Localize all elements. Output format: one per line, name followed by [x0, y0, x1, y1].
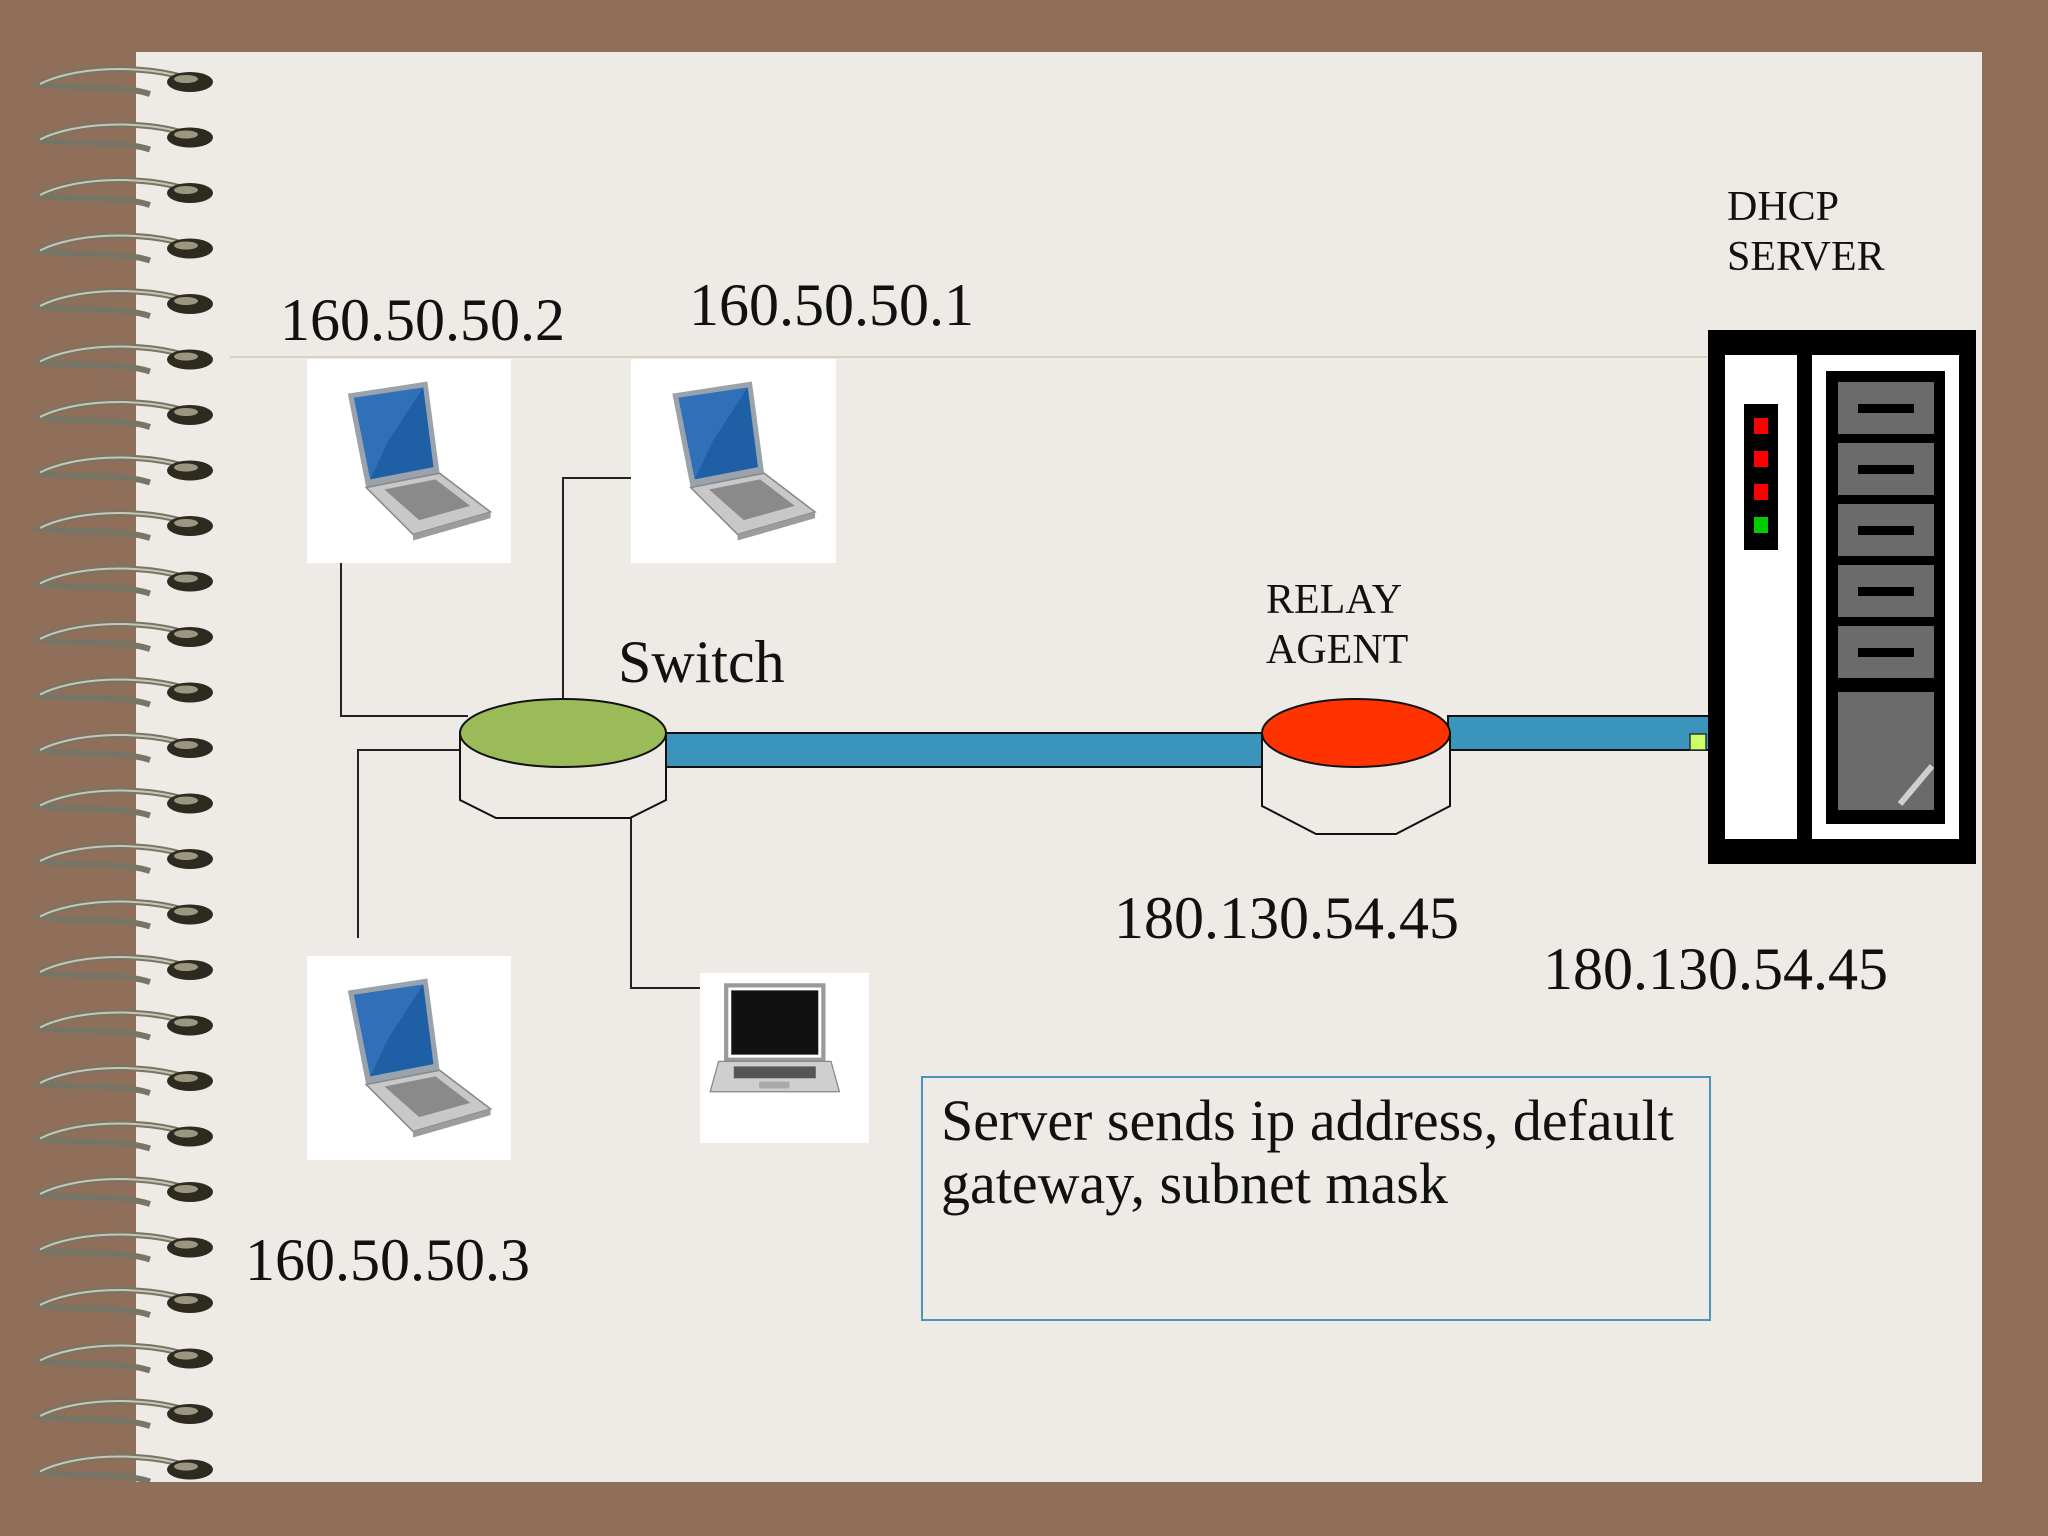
- laptop-icon-client-4: [700, 973, 869, 1143]
- note-box: Server sends ip address, default gateway…: [921, 1076, 1711, 1321]
- server-light-4: [1754, 517, 1768, 533]
- spiral-ring: [31, 177, 213, 208]
- relay-top: [1261, 698, 1451, 768]
- switch-top: [459, 698, 667, 768]
- ip-label-client-top-left: 160.50.50.2: [280, 287, 565, 353]
- server-light-2: [1754, 451, 1768, 467]
- server-light-1: [1754, 418, 1768, 434]
- spiral-ring: [31, 454, 213, 486]
- link-switch-relay: [663, 732, 1265, 768]
- link-client-top-middle-switch: [562, 477, 634, 700]
- spiral-ring: [31, 399, 213, 430]
- server-drive-bay: [1838, 626, 1934, 678]
- spiral-ring: [31, 732, 213, 763]
- switch-label: Switch: [618, 629, 785, 695]
- link-relay-server: [1447, 715, 1711, 751]
- spiral-ring: [31, 1231, 213, 1263]
- server-drive-bay: [1838, 443, 1934, 495]
- spiral-ring: [31, 565, 213, 597]
- spiral-ring: [31, 1065, 213, 1096]
- spiral-ring: [31, 843, 213, 874]
- link-client-top-left-switch: [340, 548, 468, 717]
- laptop-icon-client-2: [631, 359, 836, 563]
- server-drive-bay: [1838, 382, 1934, 434]
- server-drive-bay: [1838, 504, 1934, 556]
- switch-icon: [459, 698, 667, 819]
- spiral-ring: [31, 343, 213, 375]
- spiral-ring: [31, 1453, 213, 1485]
- relay-agent-label-line2: AGENT: [1266, 627, 1409, 673]
- spiral-ring: [31, 1120, 213, 1152]
- spiral-ring: [31, 1176, 213, 1207]
- link-client-bottom-left-switch: [357, 749, 462, 938]
- spiral-ring: [31, 1398, 213, 1429]
- server-drive-bay: [1838, 565, 1934, 617]
- server-icon: [1708, 330, 1976, 864]
- spiral-ring: [31, 66, 213, 97]
- relay-agent-label-line1: RELAY: [1266, 577, 1403, 623]
- spiral-ring: [31, 787, 213, 819]
- router-icon: [1261, 698, 1451, 835]
- ip-label-dhcp-server: 180.130.54.45: [1543, 936, 1888, 1002]
- spiral-ring: [31, 1009, 213, 1041]
- spiral-ring: [31, 288, 213, 319]
- laptop-icon-client-1: [307, 359, 511, 563]
- ip-label-client-top-middle: 160.50.50.1: [689, 272, 974, 338]
- spiral-ring: [31, 1287, 213, 1318]
- spiral-ring: [31, 676, 213, 708]
- spiral-ring: [31, 954, 213, 985]
- link-client-bottom-right-switch: [630, 810, 700, 989]
- spiral-ring: [31, 1342, 213, 1374]
- spiral-ring: [31, 898, 213, 930]
- spiral-ring: [31, 510, 213, 541]
- server-drive-bays: [1838, 382, 1934, 678]
- ip-label-client-bottom-left: 160.50.50.3: [245, 1227, 530, 1293]
- spiral-binding: [31, 66, 213, 1485]
- ip-label-relay-agent: 180.130.54.45: [1114, 885, 1459, 951]
- server-port: [1689, 733, 1707, 751]
- dhcp-server-label-line1: DHCP: [1727, 184, 1840, 230]
- spiral-ring: [31, 121, 213, 153]
- spiral-ring: [31, 621, 213, 652]
- spiral-ring: [31, 232, 213, 264]
- dhcp-server-label-line2: SERVER: [1727, 234, 1885, 280]
- server-light-3: [1754, 484, 1768, 500]
- laptop-icon-client-3: [307, 956, 511, 1160]
